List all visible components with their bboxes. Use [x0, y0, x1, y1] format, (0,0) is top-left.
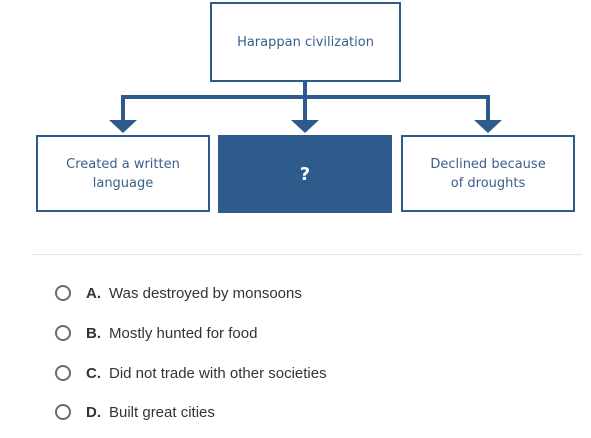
diagram-connectors [109, 82, 502, 133]
radio-button-icon[interactable] [55, 285, 71, 301]
diagram-box-right: Declined because of droughts [401, 135, 575, 212]
choice-d[interactable]: D. Built great cities [55, 400, 215, 424]
choice-d-text: Built great cities [109, 403, 215, 421]
diagram-box-left-label: Created a written language [66, 156, 180, 191]
radio-button-icon[interactable] [55, 404, 71, 420]
diagram-box-top-label: Harappan civilization [237, 34, 374, 50]
choice-d-letter: D. [86, 403, 101, 421]
diagram-box-top: Harappan civilization [210, 2, 401, 82]
choice-b-letter: B. [86, 324, 101, 342]
choice-b[interactable]: B. Mostly hunted for food [55, 321, 257, 345]
choice-a-text: Was destroyed by monsoons [109, 284, 302, 302]
section-divider [32, 254, 582, 255]
arrowhead-right [474, 120, 502, 133]
arrowhead-left [109, 120, 137, 133]
diagram-box-unknown: ? [218, 135, 392, 213]
arrowhead-middle [291, 120, 319, 133]
diagram-box-right-label: Declined because of droughts [430, 156, 546, 191]
choice-a[interactable]: A. Was destroyed by monsoons [55, 281, 302, 305]
choice-c[interactable]: C. Did not trade with other societies [55, 361, 327, 385]
diagram-box-left: Created a written language [36, 135, 210, 212]
choice-c-letter: C. [86, 364, 101, 382]
choice-c-text: Did not trade with other societies [109, 364, 327, 382]
choice-a-letter: A. [86, 284, 101, 302]
diagram-box-unknown-label: ? [299, 163, 311, 185]
radio-button-icon[interactable] [55, 325, 71, 341]
choice-b-text: Mostly hunted for food [109, 324, 258, 342]
concept-diagram: Harappan civilization Created a written … [36, 2, 575, 213]
radio-button-icon[interactable] [55, 365, 71, 381]
